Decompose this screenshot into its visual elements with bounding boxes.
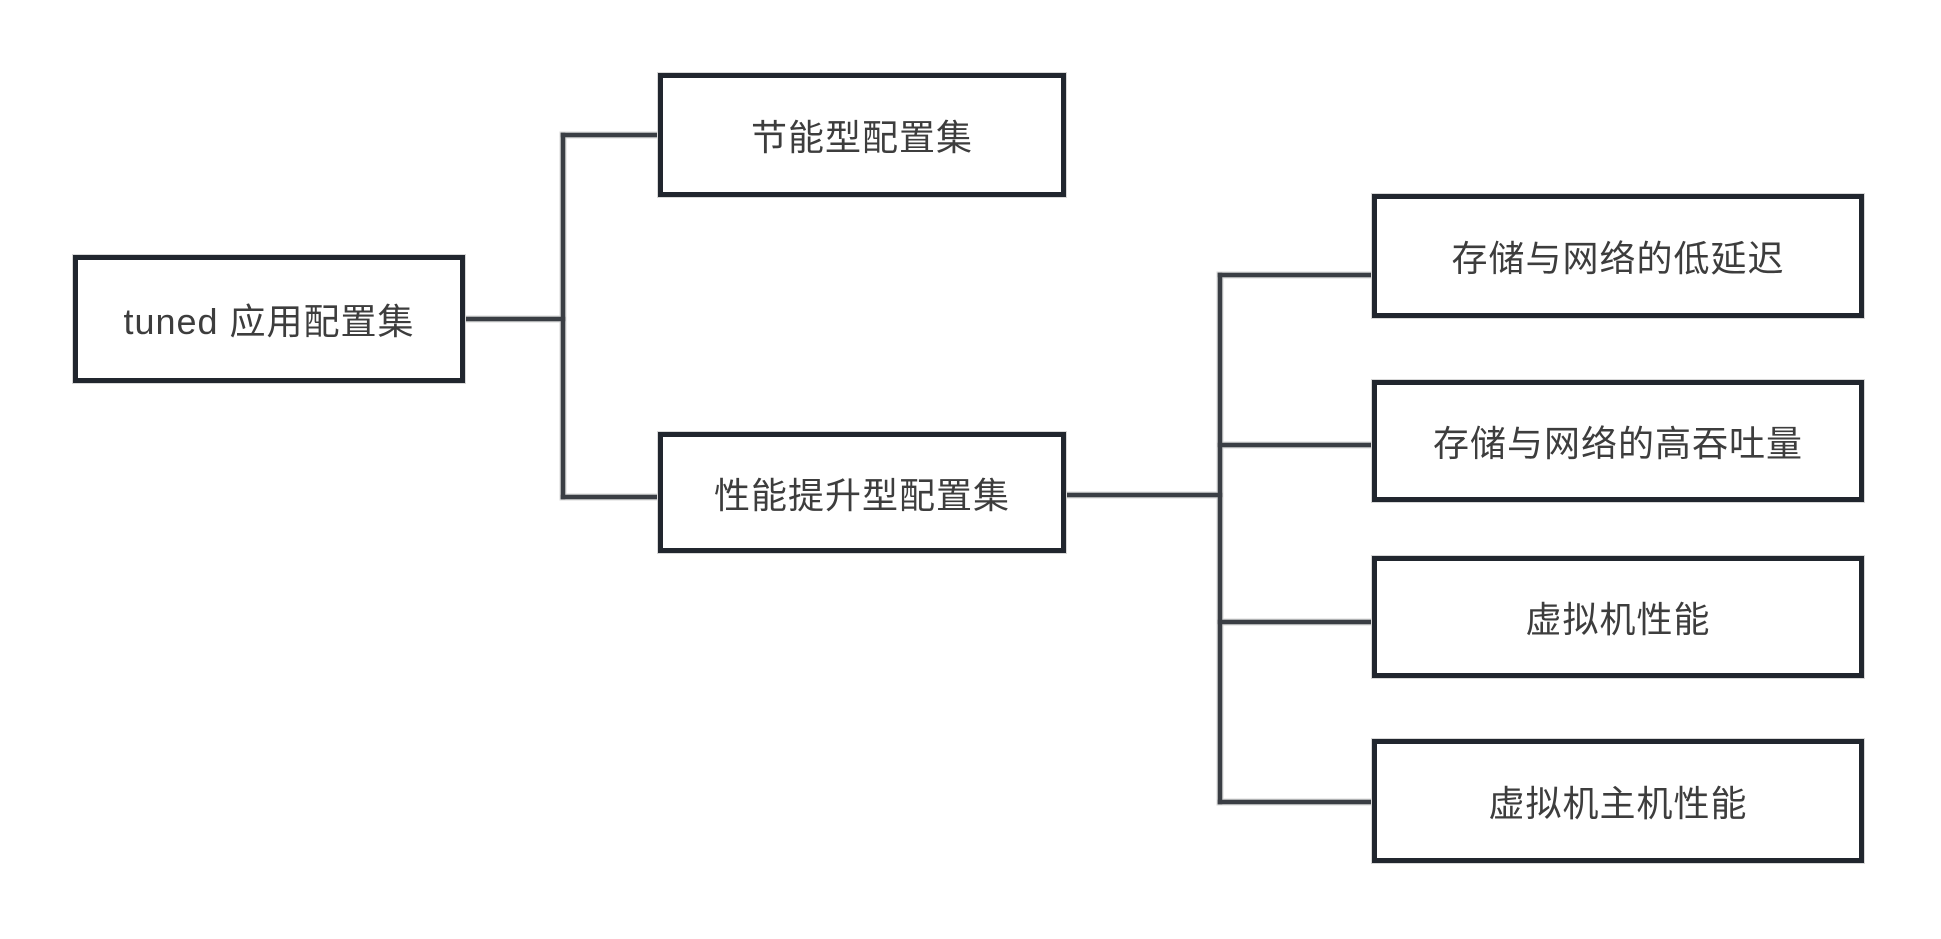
node-performance-boost-profile: 性能提升型配置集 — [658, 432, 1066, 553]
node-vm-performance-label: 虚拟机性能 — [1525, 599, 1711, 640]
node-vm-host-performance-label: 虚拟机主机性能 — [1488, 783, 1748, 824]
node-vm-performance: 虚拟机性能 — [1372, 556, 1864, 678]
node-performance-boost-profile-label: 性能提升型配置集 — [713, 474, 1010, 516]
node-vm-host-performance: 虚拟机主机性能 — [1372, 739, 1864, 863]
node-tuned-root: tuned 应用配置集 — [73, 255, 465, 383]
node-storage-network-high-throughput: 存储与网络的高吞吐量 — [1372, 380, 1864, 502]
node-storage-network-low-latency: 存储与网络的低延迟 — [1372, 194, 1864, 318]
node-storage-network-low-latency-label: 存储与网络的低延迟 — [1451, 238, 1785, 279]
node-storage-network-high-throughput-label: 存储与网络的高吞吐量 — [1432, 423, 1803, 464]
node-energy-saving-profile: 节能型配置集 — [658, 73, 1066, 197]
node-tuned-root-label: tuned 应用配置集 — [123, 301, 415, 342]
node-energy-saving-profile-label: 节能型配置集 — [750, 117, 973, 158]
